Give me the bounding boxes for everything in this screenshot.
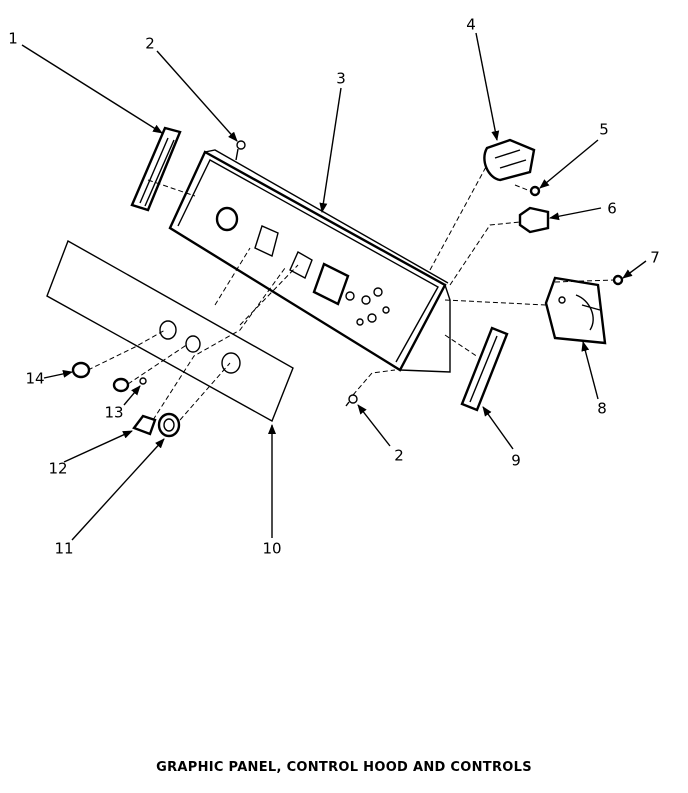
knob-13	[112, 377, 147, 393]
callout-8: 8	[597, 400, 607, 418]
control-hood	[168, 149, 451, 373]
callout-labels: 1 2 3 4 5 6 7 8 9 2 10 11 12 13 14	[8, 16, 660, 558]
left-end-cap	[130, 126, 182, 212]
callout-3: 3	[336, 70, 346, 88]
screw-right	[612, 274, 624, 286]
callout-2-top: 2	[145, 35, 155, 53]
knob-11	[157, 412, 181, 438]
callout-6: 6	[607, 200, 617, 218]
leader-arrows	[21, 32, 647, 541]
callout-2-bottom: 2	[394, 447, 404, 465]
callout-14: 14	[25, 370, 44, 388]
callout-4: 4	[466, 16, 476, 34]
callout-13: 13	[104, 404, 123, 422]
graphic-panel	[46, 239, 294, 422]
callout-10: 10	[262, 540, 281, 558]
screw-bottom	[345, 394, 358, 407]
alignment-lines	[87, 164, 615, 421]
knob-14	[71, 361, 91, 379]
callout-12: 12	[48, 460, 67, 478]
figure-caption: GRAPHIC PANEL, CONTROL HOOD AND CONTROLS	[156, 760, 532, 775]
nut	[529, 185, 541, 197]
callout-7: 7	[650, 249, 660, 267]
right-end-cap	[460, 326, 509, 412]
selector-switch	[483, 138, 536, 182]
callout-5: 5	[599, 121, 609, 139]
callout-1: 1	[8, 30, 18, 48]
timer	[544, 276, 607, 345]
callout-9: 9	[511, 452, 521, 470]
push-switch	[518, 206, 550, 234]
screw-top	[235, 140, 246, 161]
button-12	[132, 414, 157, 436]
callout-11: 11	[54, 540, 73, 558]
